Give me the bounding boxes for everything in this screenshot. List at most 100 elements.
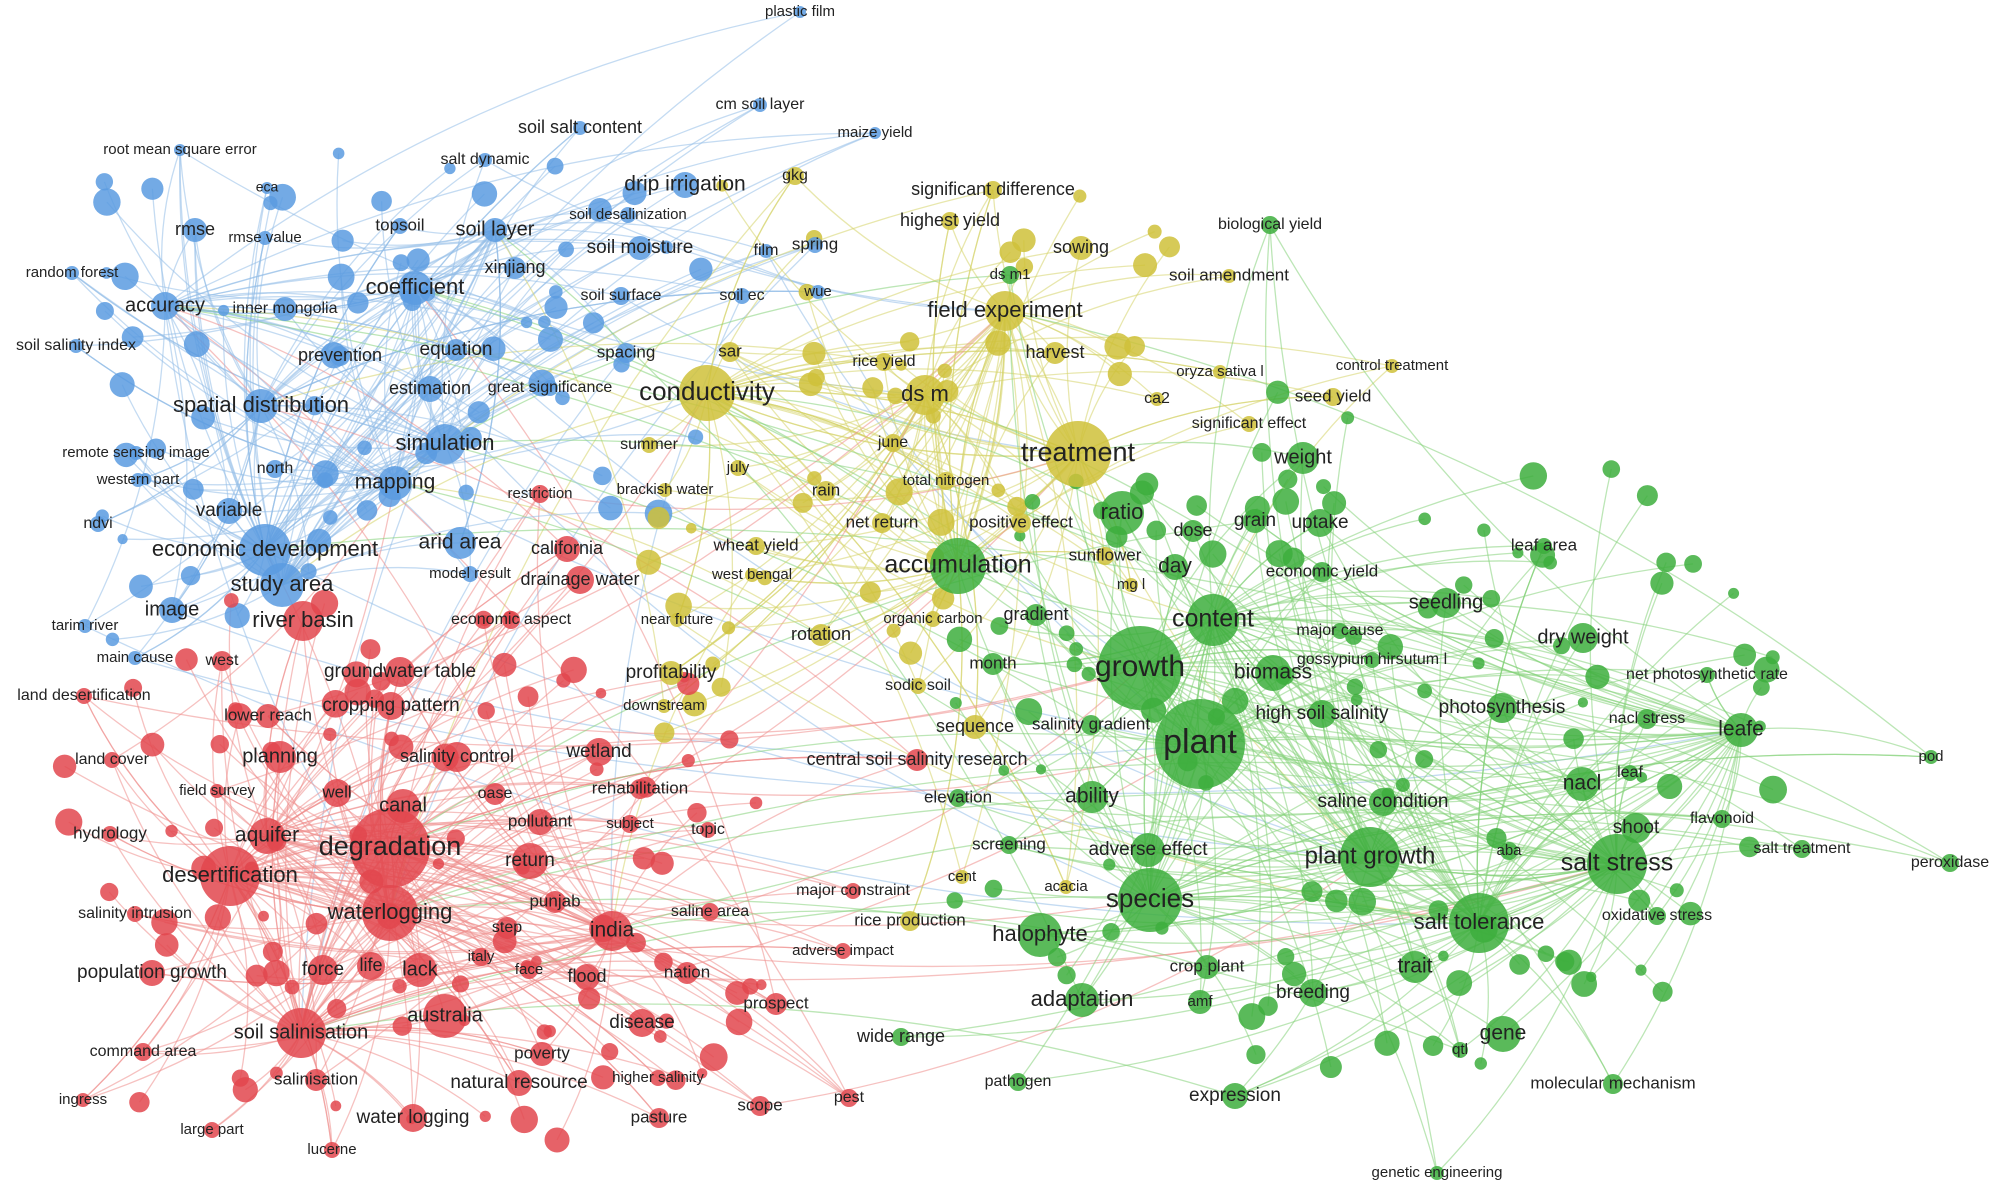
node-western-part[interactable] [131,473,145,487]
keyword-node[interactable] [1428,900,1449,921]
keyword-node[interactable] [1563,728,1584,750]
node-estimation[interactable] [417,376,443,402]
node-tarim-river[interactable] [78,619,92,633]
node-weight[interactable] [1287,442,1319,474]
keyword-node[interactable] [665,592,692,620]
node-seed-yield[interactable] [1324,388,1342,406]
node-peroxidase[interactable] [1941,854,1959,872]
node-leafe[interactable] [1724,713,1758,747]
keyword-node[interactable] [931,587,955,610]
node-west[interactable] [212,651,232,671]
keyword-node[interactable] [591,1065,616,1090]
node-drip-irrigation[interactable] [672,172,698,198]
node-planning[interactable] [264,741,296,773]
node-net-return[interactable] [872,513,892,533]
keyword-node[interactable] [1484,628,1504,648]
node-salt-stress[interactable] [1587,834,1647,894]
keyword-node[interactable] [632,847,656,870]
node-oase[interactable] [484,783,506,805]
keyword-node[interactable] [1146,520,1167,541]
node-positive-effect[interactable] [1011,513,1031,533]
keyword-node[interactable] [360,639,381,660]
node-qtl[interactable] [1452,1042,1468,1058]
node-soil-ec[interactable] [734,288,750,304]
node-elevation[interactable] [949,789,967,807]
keyword-node[interactable] [1035,764,1047,775]
node-simulation[interactable] [425,424,465,464]
keyword-node[interactable] [705,656,721,672]
keyword-node[interactable] [859,581,881,603]
keyword-node[interactable] [121,326,144,349]
keyword-node[interactable] [262,941,283,962]
node-prospect[interactable] [765,993,787,1015]
node-control-treatment[interactable] [1385,359,1399,373]
node-net-photosynthetic-rate[interactable] [1699,667,1715,683]
keyword-node[interactable] [1277,948,1295,966]
node-nacl[interactable] [1565,767,1599,801]
keyword-node[interactable] [392,979,407,994]
keyword-node[interactable] [1519,462,1548,490]
keyword-node[interactable] [467,401,490,424]
node-aba[interactable] [1500,842,1518,860]
keyword-node[interactable] [1346,678,1364,696]
keyword-node[interactable] [305,912,328,935]
node-adverse-impact[interactable] [835,943,851,959]
keyword-node[interactable] [677,672,700,696]
keyword-node[interactable] [327,999,347,1019]
keyword-node[interactable] [388,734,414,760]
keyword-node[interactable] [100,882,119,902]
keyword-node[interactable] [1543,555,1557,570]
keyword-node[interactable] [1345,627,1363,645]
keyword-node[interactable] [105,632,120,647]
keyword-node[interactable] [654,722,675,743]
keyword-node[interactable] [183,331,210,358]
node-near-future[interactable] [670,613,684,627]
node-significant-difference[interactable] [984,181,1002,199]
node-soil-salinisation[interactable] [276,1008,326,1058]
keyword-node[interactable] [1266,380,1290,404]
node-major-constraint[interactable] [845,883,861,899]
keyword-node[interactable] [1057,966,1076,985]
node-step[interactable] [496,917,518,939]
node-aquifer[interactable] [249,818,285,854]
keyword-node[interactable] [927,508,955,536]
keyword-node[interactable] [1058,625,1075,642]
keyword-node[interactable] [1316,479,1332,495]
keyword-node[interactable] [582,312,605,334]
node-trait[interactable] [1399,951,1431,983]
keyword-node[interactable] [1472,657,1485,670]
node-california[interactable] [554,536,580,562]
keyword-node[interactable] [1258,996,1278,1016]
node-gkg[interactable] [786,167,804,185]
keyword-node[interactable] [1678,901,1703,926]
keyword-node[interactable] [165,824,178,838]
keyword-node[interactable] [1374,1030,1400,1056]
node-coefficient[interactable] [398,271,432,305]
keyword-node[interactable] [1377,634,1404,660]
keyword-node[interactable] [1669,883,1684,898]
keyword-node[interactable] [587,197,612,222]
keyword-node[interactable] [1422,1035,1444,1056]
node-water-logging[interactable] [399,1104,427,1132]
keyword-node[interactable] [1024,494,1041,510]
node-salt-treatment[interactable] [1793,840,1811,858]
keyword-node[interactable] [578,987,601,1010]
keyword-node[interactable] [145,438,167,459]
node-soil-desalinization[interactable] [620,207,636,223]
keyword-node[interactable] [1733,643,1757,667]
keyword-node[interactable] [1571,971,1598,997]
keyword-node[interactable] [946,892,963,909]
node-rotation[interactable] [810,624,832,646]
keyword-node[interactable] [269,183,296,211]
keyword-node[interactable] [1395,777,1410,792]
keyword-node[interactable] [258,910,269,922]
keyword-node[interactable] [1246,1045,1266,1065]
node-central-soil-salinity-research[interactable] [906,749,928,771]
keyword-node[interactable] [317,472,334,489]
keyword-node[interactable] [654,952,673,972]
keyword-node[interactable] [538,315,551,329]
keyword-node[interactable] [687,429,704,445]
node-ingress[interactable] [76,1093,90,1107]
keyword-node[interactable] [1553,637,1571,655]
keyword-node[interactable] [1278,469,1298,489]
